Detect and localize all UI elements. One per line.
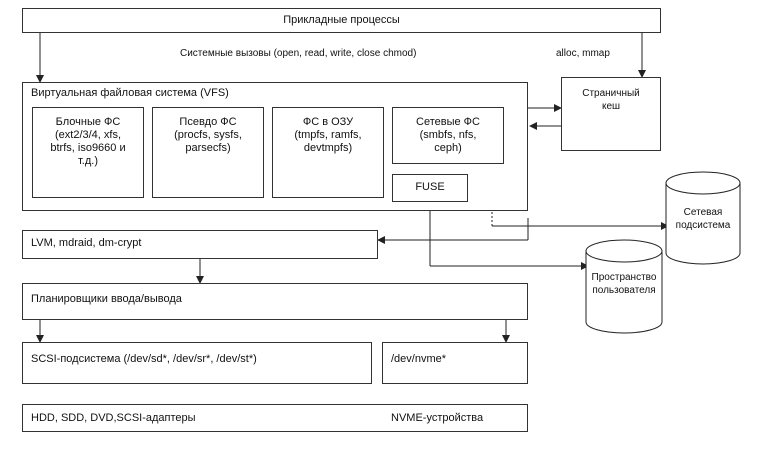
ram-fs-line-2: (tmpfs, ramfs,: [294, 129, 362, 141]
hardware-right-label: NVME-устройства: [391, 412, 484, 424]
net-fs-line-2: (smbfs, nfs,: [419, 129, 477, 141]
io-scheduler-box: Планировщики ввода/вывода: [22, 283, 528, 320]
app-processes-box: Прикладные процессы: [22, 8, 661, 33]
hardware-left-label: HDD, SDD, DVD,SCSI-адаптеры: [31, 412, 196, 424]
user-space-line-1: Пространство: [591, 272, 657, 283]
network-subsystem-cylinder: [665, 171, 741, 265]
pseudo-fs-line-3: parsecfs): [185, 142, 231, 154]
scsi-subsystem-label: SCSI-подсистема (/dev/sd*, /dev/sr*, /de…: [31, 353, 257, 365]
network-subsystem-line-2: подсистема: [675, 220, 731, 231]
ram-fs-box: ФС в ОЗУ (tmpfs, ramfs, devtmpfs): [272, 107, 384, 198]
fuse-box: FUSE: [392, 174, 468, 202]
lvm-label: LVM, mdraid, dm-crypt: [31, 237, 142, 249]
block-fs-line-4: т.д.): [77, 155, 98, 167]
fuse-label: FUSE: [415, 181, 445, 193]
block-fs-line-2: (ext2/3/4, xfs,: [54, 129, 122, 141]
ram-fs-line-1: ФС в ОЗУ: [302, 116, 354, 128]
network-subsystem-line-1: Сетевая: [683, 207, 723, 218]
pseudo-fs-line-2: (procfs, sysfs,: [174, 129, 242, 141]
mmap-label: alloc, mmap: [556, 48, 610, 59]
ram-fs-line-3: devtmpfs): [303, 142, 353, 154]
lvm-box: LVM, mdraid, dm-crypt: [22, 230, 378, 259]
nvme-dev-box: /dev/nvme*: [382, 342, 528, 384]
block-fs-box: Блочные ФС (ext2/3/4, xfs, btrfs, iso966…: [32, 107, 144, 198]
scsi-subsystem-box: SCSI-подсистема (/dev/sd*, /dev/sr*, /de…: [22, 342, 372, 384]
page-cache-line-1: Страничный: [582, 88, 640, 99]
syscalls-label: Системные вызовы (open, read, write, clo…: [180, 48, 417, 59]
pseudo-fs-line-1: Псевдо ФС: [179, 116, 237, 128]
page-cache-line-2: кеш: [601, 101, 621, 112]
pseudo-fs-box: Псевдо ФС (procfs, sysfs, parsecfs): [152, 107, 264, 198]
net-fs-line-3: ceph): [434, 142, 462, 154]
block-fs-line-1: Блочные ФС: [55, 116, 121, 128]
nvme-dev-label: /dev/nvme*: [391, 353, 447, 365]
net-fs-line-1: Сетевые ФС: [416, 116, 480, 128]
net-fs-box: Сетевые ФС (smbfs, nfs, ceph): [392, 107, 504, 164]
user-space-cylinder: [585, 239, 663, 334]
user-space-line-2: пользователя: [592, 285, 656, 296]
app-processes-label: Прикладные процессы: [283, 14, 400, 26]
vfs-title: Виртуальная файловая система (VFS): [31, 87, 229, 99]
hardware-box: HDD, SDD, DVD,SCSI-адаптеры NVME-устройс…: [22, 404, 528, 432]
page-cache-box: Страничный кеш: [561, 77, 661, 151]
block-fs-line-3: btrfs, iso9660 и: [50, 142, 126, 154]
io-scheduler-label: Планировщики ввода/вывода: [31, 293, 182, 305]
